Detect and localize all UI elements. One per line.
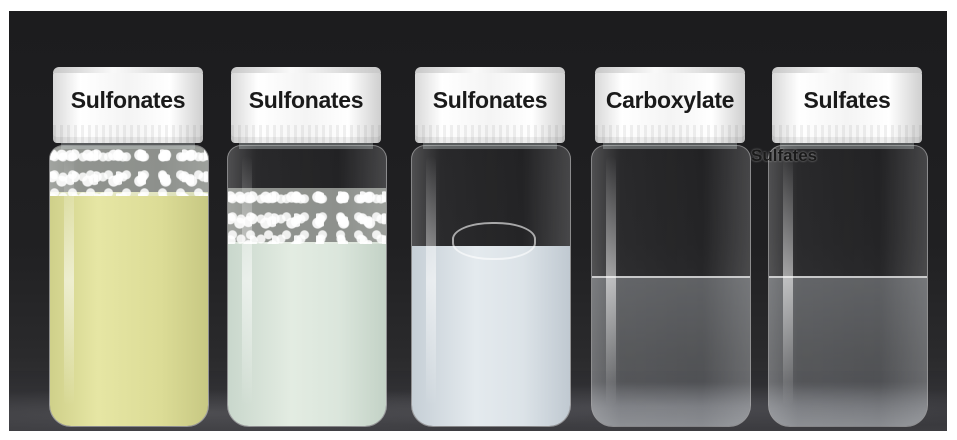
vial-3: Sulfonates — [407, 67, 573, 427]
overlay-label: Sulfates — [751, 146, 818, 165]
vial-glass — [768, 145, 928, 427]
glass-highlight — [242, 156, 252, 406]
vial-cap: Sulfonates — [53, 67, 203, 143]
vial-liquid — [592, 276, 750, 426]
vial-label: Carboxylate — [605, 87, 735, 113]
vial-liquid — [769, 276, 927, 426]
vial-label: Sulfonates — [70, 87, 186, 113]
glass-highlight — [783, 156, 793, 406]
vial-1: Sulfonates — [45, 67, 211, 427]
vial-foam — [228, 188, 386, 244]
vial-cap: Carboxylate — [595, 67, 745, 143]
vial-neck — [603, 139, 737, 149]
glass-highlight — [426, 156, 436, 406]
cap-ribs — [595, 125, 745, 143]
cap-ribs — [415, 125, 565, 143]
vial-neck — [423, 139, 557, 149]
glass-highlight — [606, 156, 616, 406]
glass-highlight — [64, 156, 74, 406]
vial-cap: Sulfonates — [415, 67, 565, 143]
cap-ribs — [772, 125, 922, 143]
cap-ribs — [231, 125, 381, 143]
vial-liquid — [412, 246, 570, 426]
vial-foam — [50, 146, 208, 196]
vial-label: Sulfonates — [248, 87, 364, 113]
cap-ribs — [53, 125, 203, 143]
vial-cap: Sulfonates — [231, 67, 381, 143]
vial-neck — [780, 139, 914, 149]
vial-5: Sulfates — [764, 67, 930, 427]
vial-label: Sulfates — [803, 87, 891, 113]
vial-cap: Sulfates — [772, 67, 922, 143]
vial-neck — [61, 139, 195, 149]
vial-glass — [227, 145, 387, 427]
vial-liquid — [50, 192, 208, 426]
vial-label: Sulfonates — [432, 87, 548, 113]
vial-glass — [49, 145, 209, 427]
vial-photo: Sulfonates Sulfonates Sulfonates — [9, 11, 947, 431]
vial-meniscus — [452, 222, 536, 260]
vial-2: Sulfonates — [223, 67, 389, 427]
vial-neck — [239, 139, 373, 149]
vial-glass — [411, 145, 571, 427]
vial-liquid — [228, 242, 386, 426]
vial-4: Carboxylate — [587, 67, 753, 427]
vial-glass — [591, 145, 751, 427]
